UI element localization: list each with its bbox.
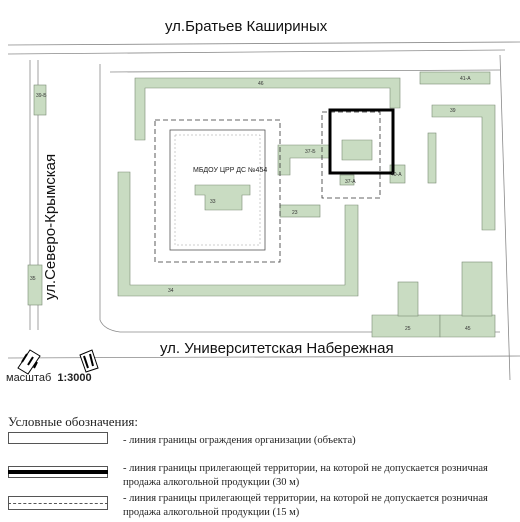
street-label-bottom: ул. Университетская Набережная (160, 340, 394, 357)
building-label: 40-А (391, 172, 402, 178)
building-label: 46 (258, 81, 264, 87)
legend-symbol-30m (8, 466, 108, 478)
legend-symbol-15m (8, 496, 108, 510)
building-label: 35 (30, 276, 36, 282)
legend-text: - линия границы прилегающей территории, … (123, 493, 488, 518)
scale-value: 1:3000 (57, 372, 92, 384)
building-label: 39-Б (36, 93, 47, 99)
building-label: 37-А (345, 179, 356, 185)
building-label: 45 (465, 326, 471, 332)
site-plan-svg: 46 41-А 39-Б 39 37-А 37-Б 40-А 35 33 34 … (7, 41, 520, 381)
organization-fence-inner (174, 134, 261, 246)
scale-label: масштаб (6, 372, 52, 384)
building (339, 174, 355, 186)
building-label: 34 (168, 288, 174, 294)
buildings (27, 71, 496, 338)
zone-15m-boundary-2 (321, 111, 381, 199)
organization-label: МБДОУ ЦРР ДС №454 (193, 167, 267, 174)
building (427, 132, 437, 184)
building (461, 261, 493, 317)
map-scale: масштаб 1:3000 (6, 372, 92, 384)
building-label: 39 (450, 108, 456, 114)
building-label: 37-Б (305, 149, 316, 155)
legend-text: - линия границы прилегающей территории, … (123, 463, 488, 488)
building-label: 23 (292, 210, 298, 216)
building-label: 41-А (460, 76, 471, 82)
legend-symbol-fence (8, 432, 108, 444)
street-label-left: ул.Северо-Крымская (42, 153, 59, 300)
zone-30m-boundary (328, 108, 395, 175)
building (27, 264, 43, 306)
street-label-top: ул.Братьев Кашириных (165, 18, 328, 35)
north-markers (17, 349, 99, 375)
kindergarten-building (194, 184, 251, 211)
building (134, 77, 401, 141)
building-label: 25 (405, 326, 411, 332)
legend-text: - линия границы ограждения организации (… (123, 435, 356, 446)
zone-15m-boundary (154, 119, 281, 263)
building (397, 281, 419, 317)
organization-fence (169, 129, 266, 251)
building (279, 204, 321, 218)
building-label: 33 (210, 199, 216, 205)
site-plan-map: 46 41-А 39-Б 39 37-А 37-Б 40-А 35 33 34 … (7, 18, 520, 381)
building (117, 171, 359, 297)
legend-title: Условные обозначения: (8, 414, 139, 429)
building (33, 84, 47, 116)
building (419, 71, 491, 85)
building (341, 139, 373, 161)
building-labels: 46 41-А 39-Б 39 37-А 37-Б 40-А 35 33 34 … (30, 76, 471, 332)
building (431, 104, 496, 231)
